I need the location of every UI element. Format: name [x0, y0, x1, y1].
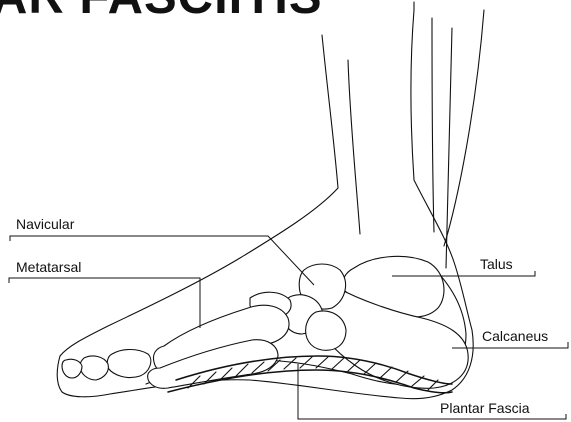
toe-phalanx-1 [107, 350, 151, 378]
cuboid-bone [306, 311, 346, 350]
toe-phalanx-2 [80, 356, 108, 380]
toe-phalanx-3 [62, 359, 82, 378]
leader-metatarsal [9, 278, 200, 328]
label-navicular: Navicular [16, 217, 74, 231]
label-calcaneus: Calcaneus [482, 329, 548, 343]
label-plantar-fascia: Plantar Fascia [440, 401, 529, 415]
label-talus: Talus [480, 257, 513, 271]
label-metatarsal: Metatarsal [16, 260, 81, 274]
